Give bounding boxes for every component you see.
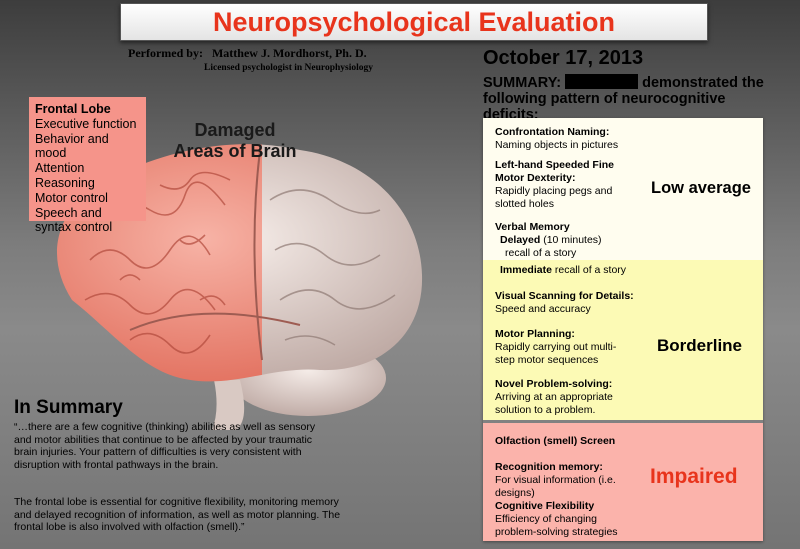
damaged-areas-label: Damaged Areas of Brain: [173, 120, 297, 161]
borderline-section: Immediate recall of a story Visual Scann…: [483, 260, 763, 420]
performer-name: Matthew J. Mordhorst, Ph. D.: [211, 46, 367, 60]
page-title: Neuropsychological Evaluation: [212, 6, 616, 37]
frontal-lobe-callout: Frontal Lobe Executive function Behavior…: [29, 97, 146, 234]
result-item: Olfaction (smell) Screen: [495, 435, 616, 447]
brain-illustration: [57, 144, 423, 430]
performer-line: Performed by: Matthew J. Mordhorst, Ph. …: [128, 46, 367, 61]
in-summary-title: In Summary: [14, 397, 123, 418]
in-summary-paragraph-1: “…there are a few cognitive (thinking) a…: [14, 421, 316, 471]
result-item: Visual Scanning for Details:Speed and ac…: [495, 290, 634, 315]
summary-text: demonstrated the following pattern of ne…: [483, 75, 764, 123]
impaired-section: Olfaction (smell) Screen Recognition mem…: [483, 423, 763, 541]
title-banner: Neuropsychological Evaluation: [120, 3, 708, 41]
redaction-bar: [565, 74, 639, 89]
results-table: Confrontation Naming:Naming objects in p…: [483, 118, 763, 541]
low-average-section: Confrontation Naming:Naming objects in p…: [483, 118, 763, 260]
in-summary-paragraph-2: The frontal lobe is essential for cognit…: [14, 496, 341, 534]
frontal-function: Behavior and mood: [35, 131, 109, 161]
result-item: Motor Planning:Rapidly carrying out mult…: [495, 328, 617, 366]
rating-borderline: Borderline: [657, 336, 743, 355]
summary-label: SUMMARY:: [483, 75, 562, 91]
frontal-function: Motor control: [35, 190, 108, 205]
result-item: Confrontation Naming:Naming objects in p…: [495, 126, 619, 151]
performer-label: Performed by:: [128, 46, 203, 60]
frontal-function: Attention: [35, 161, 85, 176]
rating-low-average: Low average: [651, 179, 751, 197]
frontal-function: Reasoning: [35, 175, 95, 190]
result-item: Left-hand Speeded Fine Motor Dexterity:R…: [495, 159, 615, 210]
summary-line: SUMMARY:demonstrated the following patte…: [483, 74, 783, 123]
result-item: Verbal Memory Delayed (10 minutes) recal…: [495, 221, 602, 259]
result-item: Recognition memory:For visual informatio…: [495, 461, 616, 499]
rating-impaired: Impaired: [650, 465, 738, 488]
performer-credential: Licensed psychologist in Neurophysiology: [204, 63, 374, 73]
result-item: Novel Problem-solving:Arriving at an app…: [495, 378, 613, 416]
frontal-function: Executive function: [35, 116, 137, 131]
frontal-function: Speech and syntax control: [35, 205, 113, 235]
evaluation-date: October 17, 2013: [483, 47, 644, 69]
result-item: Immediate recall of a story: [500, 264, 627, 276]
frontal-lobe-heading: Frontal Lobe: [35, 102, 111, 116]
